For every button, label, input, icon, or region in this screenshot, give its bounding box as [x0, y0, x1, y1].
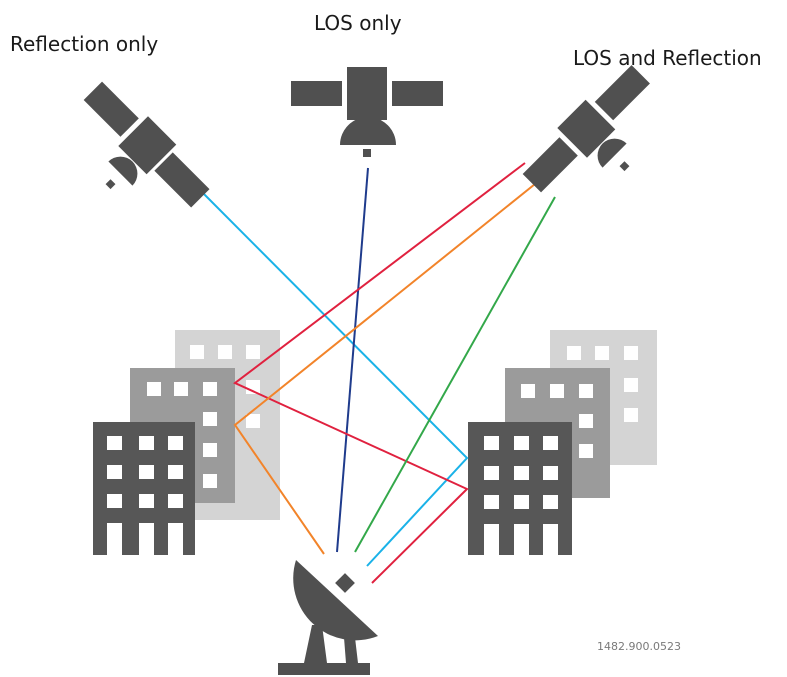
document-id: 1482.900.0523 — [597, 640, 681, 653]
signal-path-dark-blue — [336, 167, 369, 553]
label-los-only: LOS only — [314, 11, 402, 35]
signal-path-orange — [233, 179, 541, 555]
satellite-los-and-reflection-icon — [522, 65, 650, 193]
ground-station-dish-icon — [278, 560, 378, 675]
signal-path-light-blue — [189, 179, 469, 567]
signal-path-green — [354, 196, 556, 553]
signal-path-red-a — [233, 162, 526, 584]
label-reflection-only: Reflection only — [10, 32, 159, 56]
satellite-reflection-only-icon — [83, 81, 210, 208]
satellite-los-only-icon — [291, 67, 443, 157]
building-right-front — [468, 422, 572, 555]
label-los-and-reflection: LOS and Reflection — [573, 46, 762, 70]
building-left-front — [93, 422, 195, 555]
